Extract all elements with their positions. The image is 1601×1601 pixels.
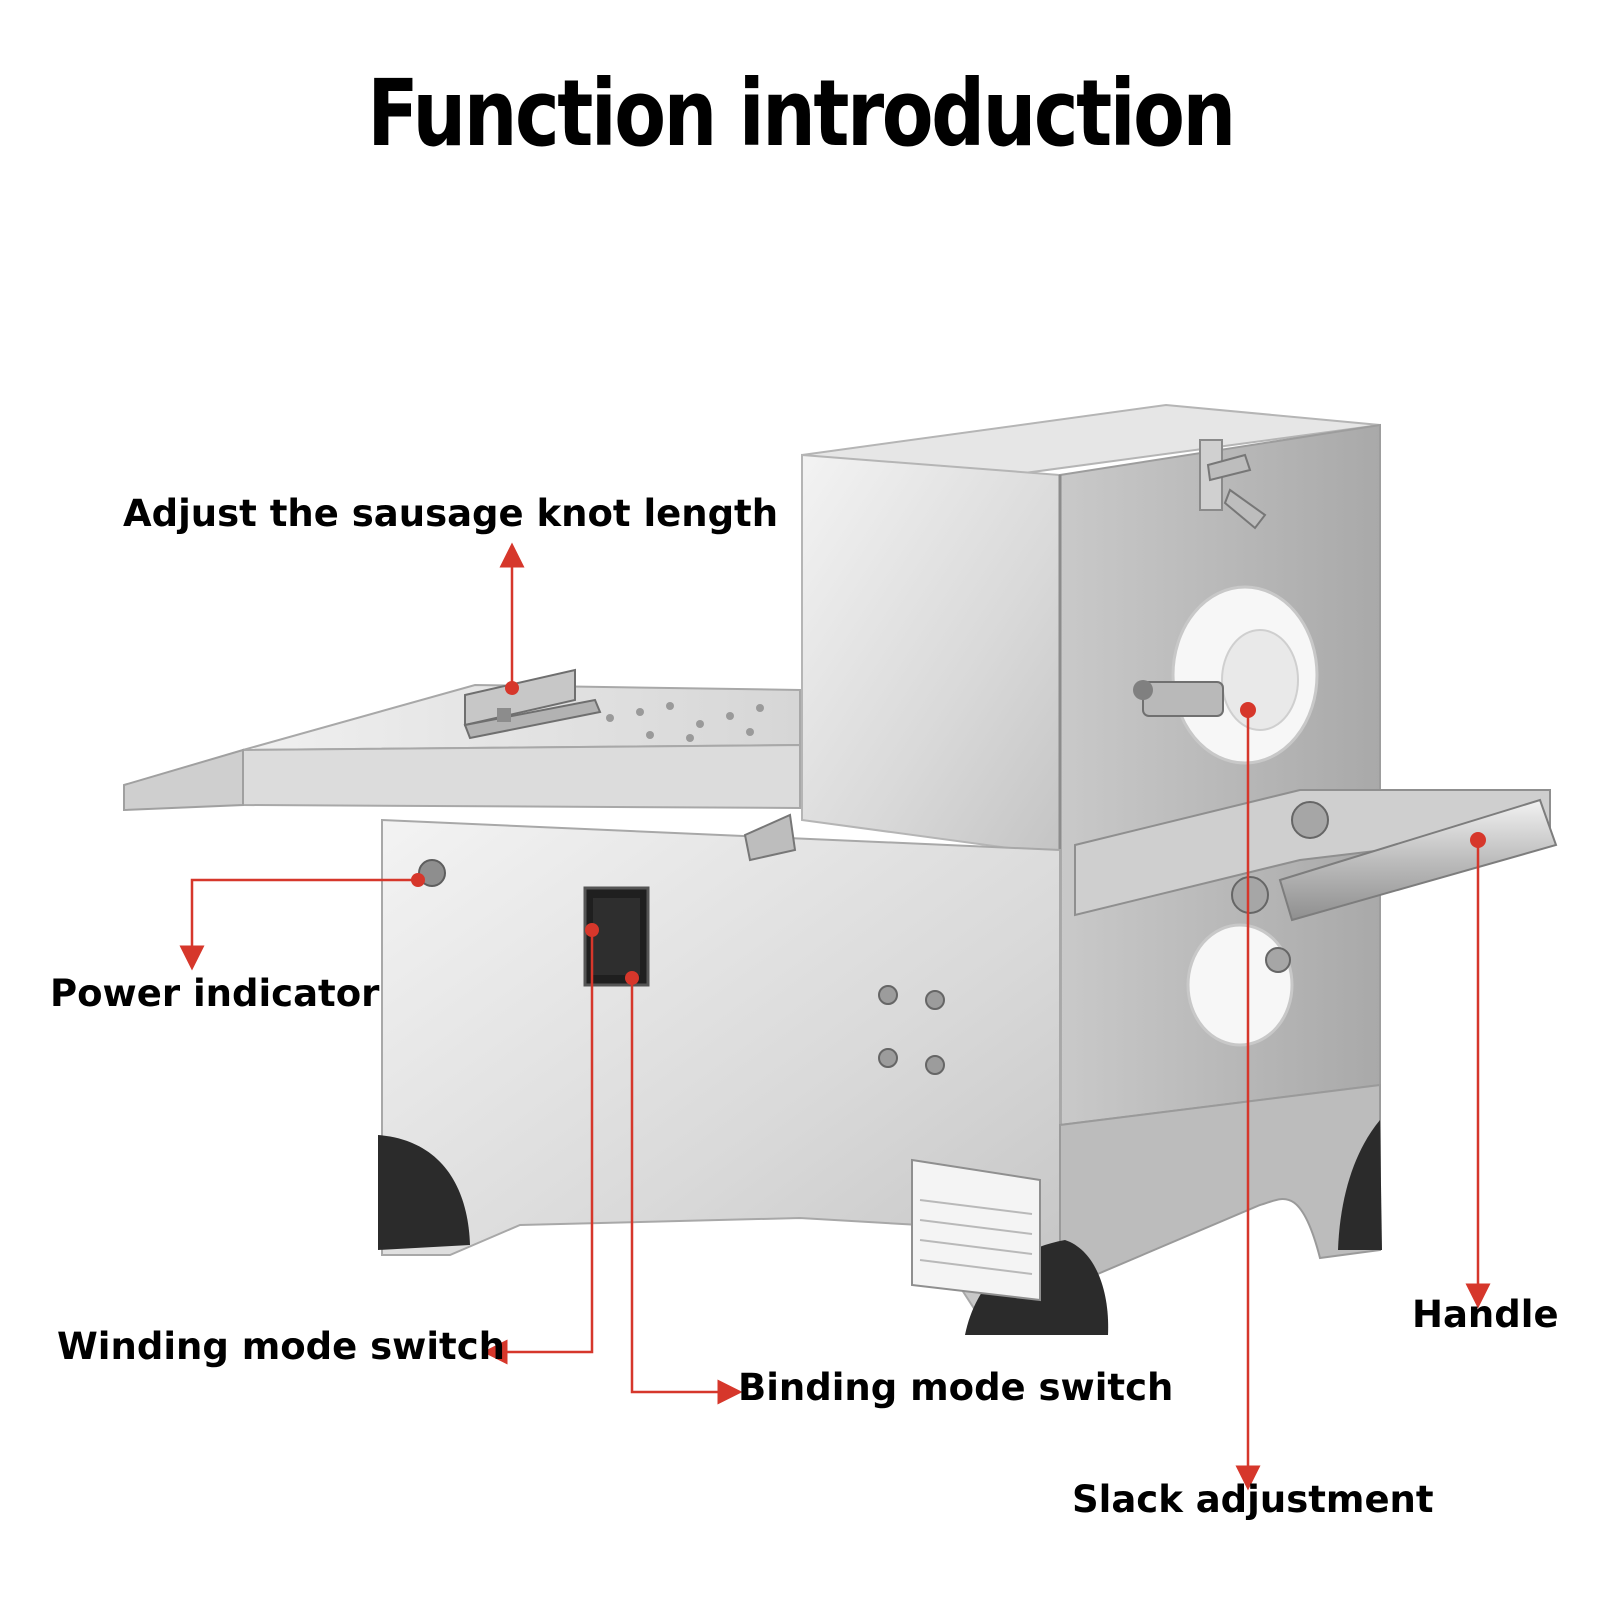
callout-dot-knot <box>505 681 519 695</box>
callout-dot-slack <box>1240 702 1256 718</box>
wing-nut-side <box>743 813 797 862</box>
lower-body <box>381 818 1381 1312</box>
label-knot-length: Adjust the sausage knot length <box>123 492 779 535</box>
label-handle: Handle <box>1412 1293 1559 1336</box>
label-winding-switch: Winding mode switch <box>57 1325 505 1368</box>
label-slack-adjustment: Slack adjustment <box>1072 1478 1434 1521</box>
page-title: Function introduction <box>367 60 1236 167</box>
callout-dot-winding <box>585 923 599 937</box>
power-indicator-light <box>418 859 446 887</box>
callout-dot-handle <box>1470 832 1486 848</box>
label-binding-switch: Binding mode switch <box>738 1366 1174 1409</box>
callout-dot-binding <box>625 971 639 985</box>
spec-plate <box>911 1158 1041 1302</box>
label-power-indicator: Power indicator <box>50 972 380 1015</box>
handle-bar <box>1074 789 1558 973</box>
callout-power-indicator <box>179 878 418 971</box>
upper-roller <box>1133 585 1319 765</box>
callout-winding-switch <box>482 932 594 1365</box>
rocker-switch <box>583 886 650 987</box>
wing-nut-top <box>1199 439 1267 530</box>
knot-length-bracket <box>463 668 602 740</box>
callout-binding-switch <box>630 978 743 1405</box>
callout-dot-power <box>411 873 425 887</box>
front-screws <box>878 985 945 1075</box>
top-tray <box>123 683 801 812</box>
